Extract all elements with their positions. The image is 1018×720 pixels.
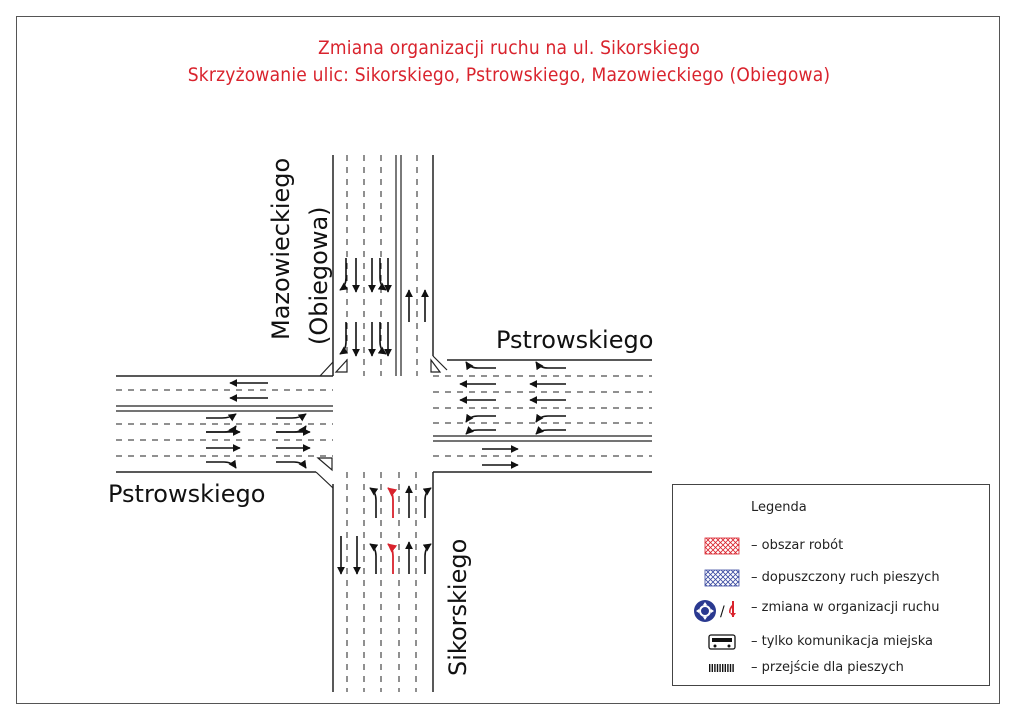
north-road-arm <box>319 155 448 377</box>
south-road-arm <box>315 471 434 692</box>
legend-item-pedestrian-area: – dopuszczony ruch pieszych <box>673 567 991 589</box>
legend-item-traffic-change: / – zmiana w organizacji ruchu <box>673 597 991 622</box>
east-lane-arrows <box>459 361 566 469</box>
legend-label-crosswalk: – przejście dla pieszych <box>751 660 904 675</box>
street-label-north-line2: (Obiegowa) <box>305 206 333 345</box>
street-label-west: Pstrowskiego <box>108 480 265 508</box>
crosswalk-icon <box>709 664 734 672</box>
legend-label-works-area: – obszar robót <box>751 538 844 553</box>
legend-label-bus-only: – tylko komunikacja miejska <box>751 634 934 649</box>
title-line-2: Skrzyżowanie ulic: Sikorskiego, Pstrowsk… <box>187 64 831 86</box>
red-crosshatch-icon <box>704 537 740 555</box>
legend-item-bus-only: – tylko komunikacja miejska <box>673 631 991 653</box>
legend-box: Legenda – obszar robót – dopuszczony ruc… <box>672 484 990 686</box>
legend-item-works-area: – obszar robót <box>673 535 991 557</box>
title-line-1: Zmiana organizacji ruchu na ul. Sikorski… <box>318 37 700 59</box>
street-label-south: Sikorskiego <box>444 539 472 676</box>
legend-label-pedestrian-area: – dopuszczony ruch pieszych <box>751 570 940 585</box>
west-road-arm <box>116 375 333 473</box>
blue-crosshatch-icon <box>704 569 740 587</box>
street-label-east: Pstrowskiego <box>496 326 653 354</box>
changed-lane-arrows <box>387 487 398 574</box>
legend-title: Legenda <box>751 500 807 515</box>
bus-icon <box>708 634 736 650</box>
legend-label-traffic-change: – zmiana w organizacji ruchu <box>751 600 940 615</box>
east-road-arm <box>433 359 652 473</box>
north-lane-arrows <box>339 258 429 357</box>
street-label-south-wrap: Sikorskiego <box>444 539 472 676</box>
drawing-frame <box>16 16 1000 704</box>
west-lane-arrows <box>206 379 311 469</box>
roundabout-icon: / <box>694 600 736 622</box>
south-lane-arrows <box>337 485 432 575</box>
street-label-north: Mazowieckiego <box>267 158 295 340</box>
svg-text:/: / <box>720 604 725 620</box>
street-label-north-line1: Mazowieckiego <box>267 158 295 340</box>
street-label-north-sub: (Obiegowa) <box>305 206 333 345</box>
legend-item-crosswalk: – przejście dla pieszych <box>673 657 991 679</box>
